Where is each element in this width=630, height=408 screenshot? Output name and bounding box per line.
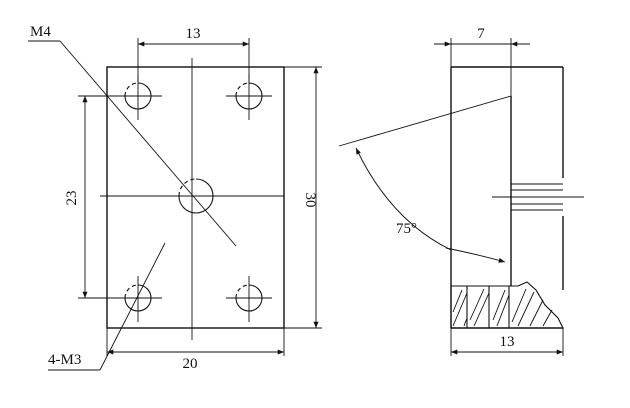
front-center-lines (100, 58, 284, 340)
callout-4m3-label: 4-M3 (48, 352, 81, 368)
dim-angle-label: 75° (396, 221, 417, 237)
dim-side-top-width: 7 (434, 26, 530, 96)
side-hatched-section (450, 281, 564, 329)
leader-4m3: 4-M3 (48, 242, 166, 371)
front-view: 13 23 30 20 M4 (28, 24, 322, 372)
callout-m4-label: M4 (30, 24, 51, 40)
dim-top-width: 13 (137, 26, 250, 82)
dim-top-width-label: 13 (186, 26, 201, 42)
dim-side-top-width-label: 7 (477, 26, 485, 42)
dim-bottom-width: 20 (106, 328, 285, 372)
leader-m4: M4 (28, 24, 237, 247)
front-view-outline (106, 66, 285, 329)
center-hole-m4 (178, 178, 214, 214)
corner-hole-bottom-left (115, 276, 162, 322)
dim-left-height-label: 23 (64, 191, 80, 206)
dim-right-height-label: 30 (302, 193, 318, 208)
dim-side-bottom-width-label: 13 (500, 334, 515, 350)
dim-left-height: 23 (64, 95, 124, 299)
dim-angle: 75° (338, 95, 512, 263)
side-view: 7 75° 13 (338, 26, 584, 356)
dim-right-height: 30 (284, 66, 322, 329)
dim-side-bottom-width: 13 (450, 328, 564, 356)
side-cross-hole (492, 183, 584, 211)
corner-hole-bottom-right (226, 276, 272, 322)
dim-bottom-width-label: 20 (183, 356, 198, 372)
side-view-outline (450, 66, 564, 329)
